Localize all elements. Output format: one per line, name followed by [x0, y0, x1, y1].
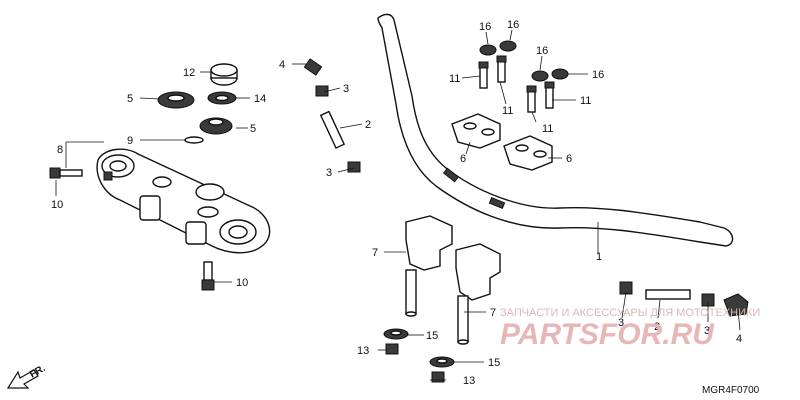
callout-2-right: 2 — [654, 321, 660, 333]
callout-16-d: 16 — [592, 69, 604, 81]
callout-10-lower: 10 — [236, 277, 248, 289]
callout-11-c: 11 — [542, 123, 553, 135]
bolt-11-d — [544, 81, 555, 109]
bolt-10-left — [49, 167, 83, 179]
callout-3-d: 3 — [704, 325, 710, 337]
cap-16-b — [499, 40, 517, 52]
cap-16-a — [479, 44, 497, 56]
callout-11-d: 11 — [580, 95, 591, 107]
washer-15-left — [383, 328, 409, 340]
rubber-bushing-5-upper — [157, 91, 195, 109]
callout-12: 12 — [183, 67, 195, 79]
callout-1: 1 — [596, 251, 602, 263]
washer-14 — [207, 91, 237, 105]
watermark: ЗАПЧАСТИ И АКСЕССУАРЫ ДЛЯ МОТОТЕХНИКИ PA… — [500, 307, 760, 351]
watermark-brand: PARTSFOR.RU — [500, 318, 715, 351]
callout-2-left: 2 — [365, 119, 371, 131]
callout-5-lower: 5 — [250, 123, 256, 135]
top-bridge — [96, 148, 271, 254]
drawing-code: MGR4F0700 — [702, 385, 760, 396]
front-direction-arrow: FR. — [6, 363, 48, 389]
callout-5-upper: 5 — [127, 93, 133, 105]
handlebar — [377, 13, 734, 247]
callout-6-right: 6 — [566, 153, 572, 165]
callout-9: 9 — [127, 135, 133, 147]
arrow-icon — [6, 369, 39, 389]
callout-11-a: 11 — [449, 73, 460, 85]
callout-6-left: 6 — [460, 153, 466, 165]
callout-13-right: 13 — [463, 375, 475, 387]
washer-15-right — [429, 356, 455, 368]
callout-15-left: 15 — [426, 330, 438, 342]
bolt-11-a — [478, 61, 489, 89]
lower-holder-left — [405, 215, 453, 317]
callout-7-left: 7 — [372, 247, 378, 259]
callout-3-c: 3 — [618, 317, 624, 329]
direction-label: FR. — [28, 363, 48, 381]
bolt-10-lower — [201, 261, 215, 291]
callout-8: 8 — [57, 144, 63, 156]
nut-13-left — [385, 343, 399, 355]
upper-holder-right — [503, 135, 553, 171]
bushing-upper-12 — [210, 63, 238, 86]
callout-14: 14 — [254, 93, 266, 105]
upper-holder-left — [451, 113, 501, 149]
pin-assembly-left — [303, 58, 361, 173]
bolt-11-b — [496, 55, 507, 83]
callout-16-c: 16 — [536, 45, 548, 57]
lower-holder-right — [455, 243, 501, 345]
callout-4-left: 4 — [279, 59, 285, 71]
rubber-bushing-5-lower — [199, 117, 233, 135]
cap-16-c — [531, 70, 549, 82]
callout-labels: 1 2 2 3 3 3 3 4 4 5 5 6 6 7 7 8 9 10 10 … — [51, 19, 742, 387]
callout-3-b: 3 — [326, 167, 332, 179]
callout-3-a: 3 — [343, 83, 349, 95]
callout-11-b: 11 — [502, 105, 513, 117]
callout-15-right: 15 — [488, 357, 500, 369]
washer-9 — [184, 136, 204, 144]
callout-16-a: 16 — [479, 21, 491, 33]
cap-16-d — [551, 68, 569, 80]
callout-4-right: 4 — [736, 333, 742, 345]
nut-13-right — [431, 371, 445, 383]
callout-16-b: 16 — [507, 19, 519, 31]
leader-lines — [55, 29, 741, 381]
callout-10-left: 10 — [51, 199, 63, 211]
bolt-11-c — [526, 85, 537, 113]
callout-7-right: 7 — [490, 307, 496, 319]
watermark-tagline: ЗАПЧАСТИ И АКСЕССУАРЫ ДЛЯ МОТОТЕХНИКИ — [500, 307, 760, 319]
callout-13-left: 13 — [357, 345, 369, 357]
